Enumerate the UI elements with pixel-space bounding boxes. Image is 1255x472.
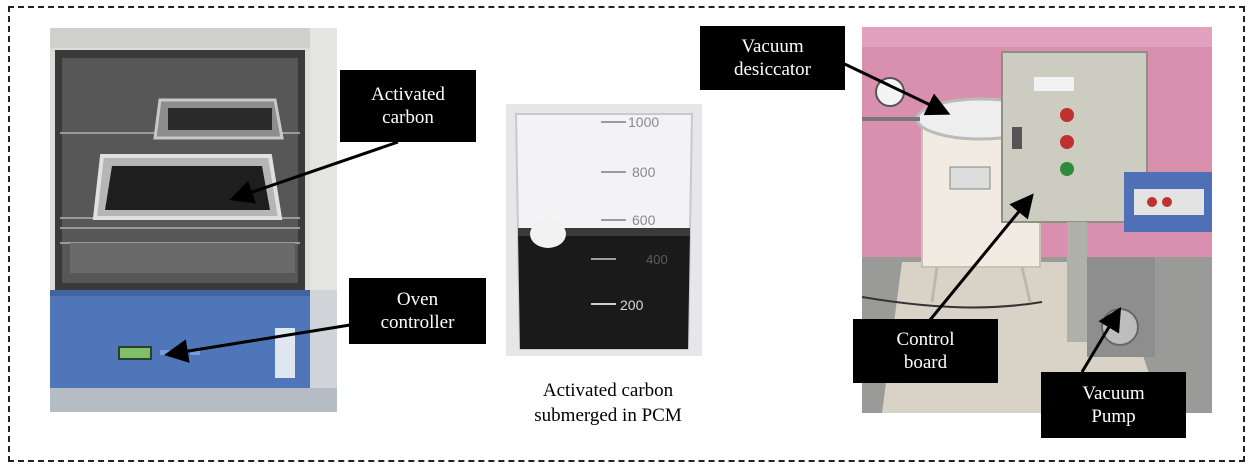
label-activated-carbon: Activated carbon [340, 70, 476, 142]
label-vacuum-desiccator: Vacuum desiccator [700, 26, 845, 90]
arrow-activated-carbon [229, 140, 399, 204]
label-control-board-line1: Control [896, 329, 955, 350]
label-control-board: Control board [853, 319, 998, 383]
label-vacuum-pump-line2: Pump [1091, 406, 1136, 427]
beaker-caption-line1: Activated carbon [542, 380, 674, 401]
label-oven-controller: Oven controller [349, 278, 486, 344]
label-oven-controller-line2: controller [380, 312, 455, 333]
label-activated-carbon-line2: carbon [382, 107, 434, 128]
oven-photo [50, 28, 337, 412]
arrow-vacuum-pump [1080, 306, 1122, 373]
label-vacuum-desiccator-line1: Vacuum [741, 36, 804, 57]
beaker-mark-600: 600 [632, 212, 656, 228]
beaker-caption-line2: submerged in PCM [534, 405, 682, 426]
beaker-mark-1000: 1000 [628, 114, 659, 130]
beaker-mark-200: 200 [620, 297, 644, 313]
beaker-photo: 1000 800 600 400 200 [506, 104, 702, 356]
label-activated-carbon-line1: Activated [371, 84, 445, 105]
label-oven-controller-line1: Oven [396, 289, 439, 310]
arrow-vacuum-desiccator [831, 56, 951, 116]
arrow-oven-controller [164, 323, 351, 363]
beaker-mark-800: 800 [632, 164, 656, 180]
label-vacuum-desiccator-line2: desiccator [733, 59, 811, 80]
label-vacuum-pump-line1: Vacuum [1082, 383, 1145, 404]
dashed-frame [8, 6, 1245, 462]
label-control-board-line2: board [903, 352, 948, 373]
label-vacuum-pump: Vacuum Pump [1041, 372, 1186, 438]
beaker-caption: Activated carbon submerged in PCM [490, 378, 726, 428]
arrow-control-board [928, 193, 1034, 321]
beaker-mark-400: 400 [646, 252, 668, 267]
